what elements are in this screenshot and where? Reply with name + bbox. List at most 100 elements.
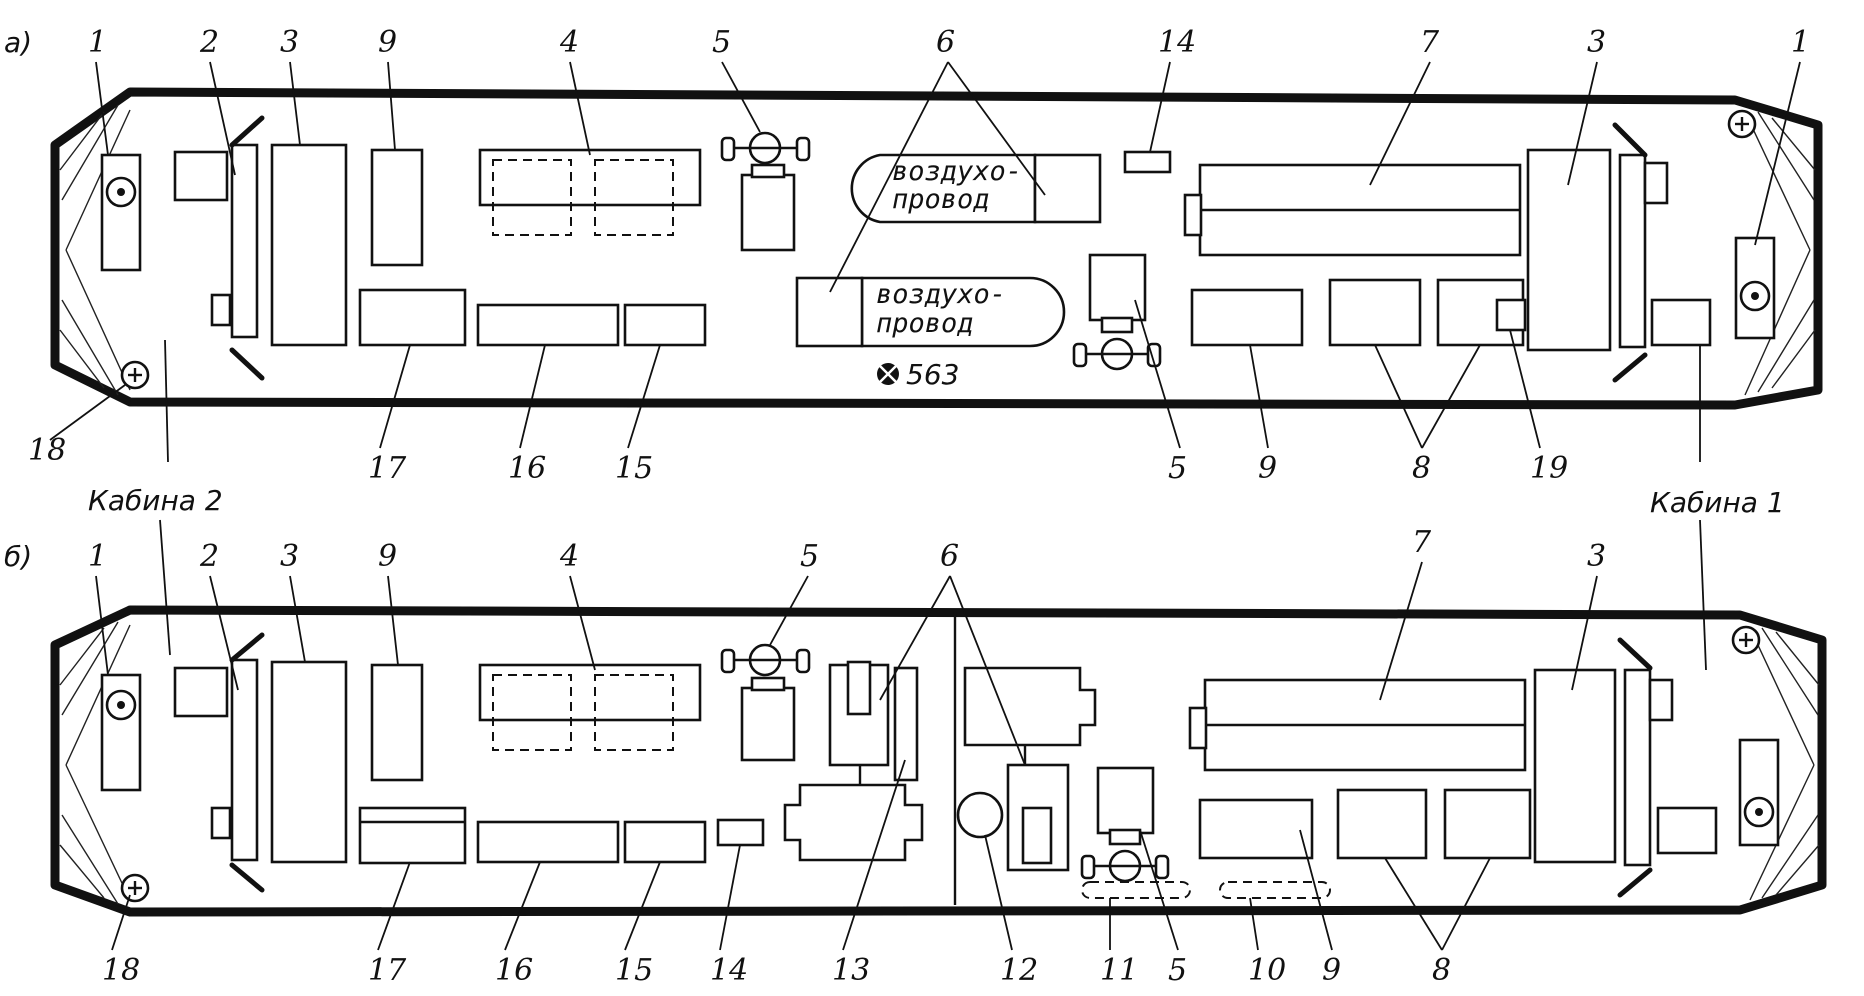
panel-b-label-14: 14 [710,953,748,988]
panel-b-label-16: 16 [495,953,533,988]
panel-a-equipment-19 [1495,298,1527,332]
panel-a-cab-cabinet-left [210,293,232,327]
panel-a-label-1-left: 1 [88,25,107,60]
panel-a-equipment-4-dashed-b [594,159,674,236]
panel-a-mark-563: 563 [877,358,959,391]
panel-a-control-desk-left [100,153,142,272]
panel-a-label-6: 6 [936,25,955,60]
panel-a-equipment-7-end [1183,193,1203,237]
panel-b-equipment-14 [716,818,765,847]
panel-a-label-3-right: 3 [1587,25,1606,60]
panel-a-leader-lines [49,61,1801,463]
panel-a-duct-block-upper [1033,153,1102,224]
panel-b-equipment-17 [358,806,467,865]
panel-a-label-18: 18 [28,433,66,468]
panel-a-bulkhead-right [1618,153,1647,349]
panel-b-label-9-top: 9 [378,539,397,574]
panel-b-compressor-5-top [720,643,811,762]
panel-a-equipment-8-a [1328,278,1422,347]
panel-b-label-3-right: 3 [1587,539,1606,574]
panel-a-right-nose [1727,98,1820,407]
panel-b-equipment-10 [1219,881,1331,899]
panel-b-label-6: 6 [940,539,959,574]
panel-b-equipment-8-a [1336,788,1428,860]
panel-b-equipment-6-right [963,666,1097,872]
panel-a-equipment-14 [1123,150,1172,174]
panel-a-equipment-3-left [270,143,348,347]
panel-a-air-duct-lower [860,276,1066,348]
panel-a-label-3-left: 3 [280,25,299,60]
panel-b-label-5-top: 5 [800,539,819,574]
panel-b-bulkhead-right [1623,668,1652,867]
panel-a-label-2: 2 [199,25,219,60]
cabin-1-label: Кабина 1 [1650,486,1785,519]
panel-a-equipment-9-bottom [1190,288,1304,347]
panel-b-door-right-top [1617,637,1653,671]
cabin-2-label: Кабина 2 [88,484,223,517]
panel-b-equipment-9-bottom [1198,798,1314,860]
panel-a-equipment-15 [623,303,707,347]
panel-b-tag: б) [4,540,32,573]
panel-a-equipment-4 [478,148,702,207]
panel-a-equipment-9-top [370,148,424,267]
panel-b-label-9-bottom: 9 [1322,953,1341,988]
panel-a-tag: а) [4,26,32,59]
panel-a-label-9-bottom: 9 [1258,451,1277,486]
panel-b-equipment-4-dashed-b [594,674,674,751]
panel-b-label-10: 10 [1248,953,1286,988]
panel-b-label-4: 4 [559,539,579,574]
panel-b-leader-lines [95,519,1707,951]
panel-a-equipment-4-dashed-a [492,159,572,236]
panel-b-label-13: 13 [832,953,870,988]
panel-b-label-1: 1 [88,539,107,574]
panel-b-equipment-11 [1081,881,1191,899]
panel-b-label-2: 2 [199,539,219,574]
panel-b-label-15: 15 [615,953,653,988]
panel-a-compressor-5-bottom [1072,253,1162,371]
panel-a-equipment-16 [476,303,620,347]
panel-a-label-19: 19 [1530,451,1568,486]
panel-a-left-nose [53,90,150,404]
panel-a-label-14: 14 [1158,25,1196,60]
panel-b-door-left-top [229,632,265,663]
panel-b-equipment-16 [476,820,620,864]
panel-b-door-left-bottom [229,862,265,893]
panel-a-label-5-top: 5 [712,25,731,60]
panel-a-label-17: 17 [368,451,407,486]
panel-a-air-duct-upper [850,153,1037,224]
panel-b-equipment-4-dashed-a [492,674,572,751]
panel-b-control-desk-right [1738,738,1780,847]
panel-b-label-11: 11 [1100,953,1138,988]
panel-b-equipment-3-left [270,660,348,864]
panel-b-label-3-left: 3 [280,539,299,574]
panel-a-cab-seat-right [1643,161,1669,205]
panel-a-door-left-top [229,115,265,148]
panel-b-cab-cabinet-right [1656,806,1718,855]
panel-a-equipment-17 [358,288,467,347]
panel-b-equipment-15 [623,820,707,864]
panel-a-label-8: 8 [1412,451,1431,486]
panel-a: а) [4,25,1823,486]
panel-a-label-1-right: 1 [1791,25,1810,60]
panel-b-label-7: 7 [1412,525,1432,560]
panel-a-bulkhead-left [230,143,259,339]
panel-b-right-nose [1731,613,1824,912]
panel-b-equipment-7-end [1188,706,1208,750]
panel-a-label-15: 15 [615,451,653,486]
panel-a-label-9-top: 9 [378,25,397,60]
panel-b-left-nose [53,608,150,914]
panel-a-door-right-top [1612,122,1648,158]
panel-b-label-8: 8 [1432,953,1451,988]
panel-a-duct-lower-line1: воздухо- [876,279,1006,310]
panel-b-door-right-bottom [1617,867,1653,898]
panel-a-label-16: 16 [508,451,546,486]
panel-b-label-12: 12 [1000,953,1038,988]
panel-a-label-7: 7 [1420,25,1440,60]
panel-a-door-right-bottom [1612,352,1648,383]
panel-b-equipment-3-right [1533,668,1617,864]
panel-b-compressor-5-bottom [1080,766,1170,883]
panel-b-cab-seat-left [173,666,229,718]
panel-b-label-5-bottom: 5 [1168,953,1187,988]
